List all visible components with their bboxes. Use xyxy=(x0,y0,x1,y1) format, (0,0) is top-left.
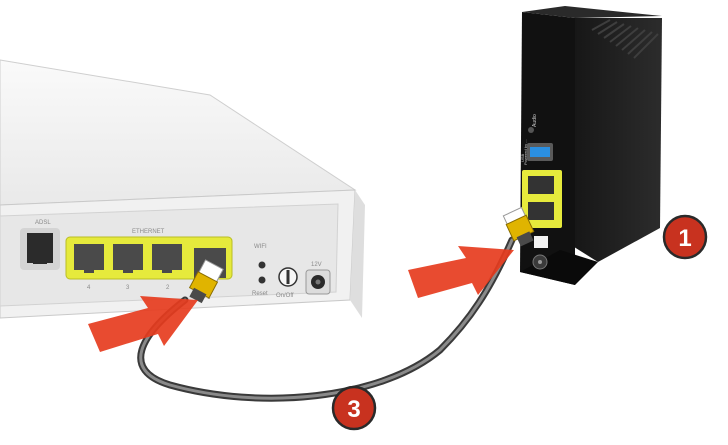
usb-label: USB xyxy=(520,153,525,162)
device-ethernet-ports[interactable] xyxy=(522,170,562,228)
adsl-label: ADSL xyxy=(35,220,51,226)
step-badge-1: 1 xyxy=(662,214,708,260)
ethernet-port-3[interactable] xyxy=(113,244,143,273)
device-button[interactable] xyxy=(534,236,548,248)
port-number-4: 4 xyxy=(87,285,91,291)
ethernet-group-label: ETHERNET xyxy=(132,229,165,235)
device-power-jack[interactable] xyxy=(532,254,548,270)
audio-label: Audio xyxy=(532,114,538,127)
port-number-2: 2 xyxy=(166,285,170,291)
router-top xyxy=(0,59,357,206)
power-switch[interactable] xyxy=(278,267,298,287)
router-cable-plug xyxy=(188,259,224,304)
arrow-device xyxy=(408,246,514,298)
device: Audio Powered by ... USB xyxy=(520,6,662,285)
device-cable-plug xyxy=(502,206,535,247)
ethernet-panel xyxy=(65,236,233,280)
step-badge-3: 3 xyxy=(331,385,377,431)
ethernet-cable xyxy=(137,236,516,402)
port-number-3: 3 xyxy=(126,285,130,291)
voltage-label: 12V xyxy=(311,262,322,268)
wifi-label: WIFI xyxy=(254,244,267,250)
step-badge-3-number: 3 xyxy=(347,396,360,423)
reset-button[interactable] xyxy=(258,276,266,284)
device-top xyxy=(522,6,662,18)
router: ADSL ETHERNET 4 3 2 1 WIFI Reset xyxy=(0,59,365,319)
device-vents xyxy=(591,19,659,59)
ethernet-port-2[interactable] xyxy=(152,244,182,273)
ethernet-port-4[interactable] xyxy=(74,244,104,273)
reset-label: Reset xyxy=(252,291,268,297)
arrow-router xyxy=(88,296,198,352)
power-switch-label: On/Off xyxy=(276,293,294,299)
device-side xyxy=(563,18,662,262)
router-side xyxy=(350,190,365,318)
usb-port[interactable] xyxy=(527,143,553,161)
step-badge-1-number: 1 xyxy=(678,225,691,252)
dc-power-jack[interactable] xyxy=(305,269,331,295)
powered-by-label: Powered by ... xyxy=(523,139,528,165)
wifi-button[interactable] xyxy=(258,261,266,269)
audio-jack[interactable] xyxy=(528,127,534,133)
adsl-port[interactable] xyxy=(20,228,60,270)
